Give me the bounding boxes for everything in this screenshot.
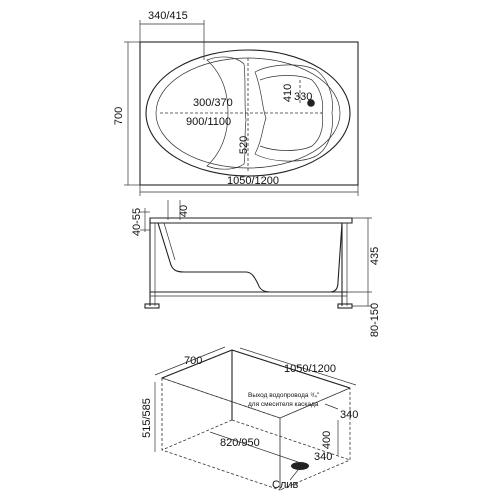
dim-seat-depth-label: 520 <box>238 136 250 154</box>
dim-length-label: 1050/1200 <box>284 363 336 375</box>
dim-drain-offset-label: 330 <box>294 91 312 103</box>
tub-body-profile <box>157 222 343 293</box>
iso-right-face <box>279 387 351 491</box>
iso-floor-left <box>161 419 233 451</box>
dim-depth-label: 700 <box>184 355 202 367</box>
dim-depth-line <box>154 346 226 376</box>
dim-legs-label: 80-150 <box>369 303 381 337</box>
iso-top-left-edge <box>161 349 233 379</box>
side-view: 40-55 40 435 80-150 <box>131 200 381 337</box>
dim-length-line <box>239 347 357 386</box>
iso-floor-back <box>231 419 351 461</box>
iso-view: 700 1050/1200 515/585 820/950 Выход водо… <box>141 346 358 491</box>
iso-drain-hole <box>291 462 309 470</box>
dim-inner-width-label: 300/370 <box>193 97 233 109</box>
dim-height-label: 435 <box>369 247 381 265</box>
dim-left-label: 700 <box>113 107 125 125</box>
dim-water-offset-label: 340 <box>340 409 358 421</box>
dim-rim-range-label: 40-55 <box>131 208 143 236</box>
note-water-line2: для смесителя каскада <box>248 401 319 408</box>
drain-label: Слив <box>272 479 299 491</box>
top-view: 340/415 700 1050/1200 300/370 900/1100 5… <box>113 10 359 196</box>
dim-bottom-len-label: 820/950 <box>220 437 260 449</box>
dim-top-label: 340/415 <box>148 10 188 22</box>
frame-foot-left <box>144 303 160 309</box>
iso-top-back-edge <box>231 349 351 389</box>
tub-back-inner <box>163 222 176 261</box>
tub-rim-oval <box>145 49 351 177</box>
dim-iso-height-label: 515/585 <box>141 398 153 438</box>
dim-inner-length-label: 900/1100 <box>186 116 231 128</box>
dim-bottom-len-line <box>209 431 299 463</box>
note-leader <box>324 403 339 410</box>
dim-rim-label: 40 <box>178 205 190 217</box>
drain-leader <box>289 469 299 481</box>
dim-drain-height-label: 410 <box>282 84 294 102</box>
frame-foot-right <box>337 303 353 309</box>
tub-floor-shape <box>254 64 333 162</box>
drain-hole <box>307 99 315 107</box>
tub-outline-rect <box>139 41 359 186</box>
dim-bottom-label: 1050/1200 <box>227 175 279 187</box>
dim-drain-label: 340 <box>314 451 332 463</box>
dim-water-height-label: 400 <box>321 431 333 449</box>
iso-front-face <box>161 377 281 491</box>
tub-rim-profile <box>149 217 353 224</box>
note-water-line1: Выход водопровода ³/₄" <box>248 392 320 399</box>
